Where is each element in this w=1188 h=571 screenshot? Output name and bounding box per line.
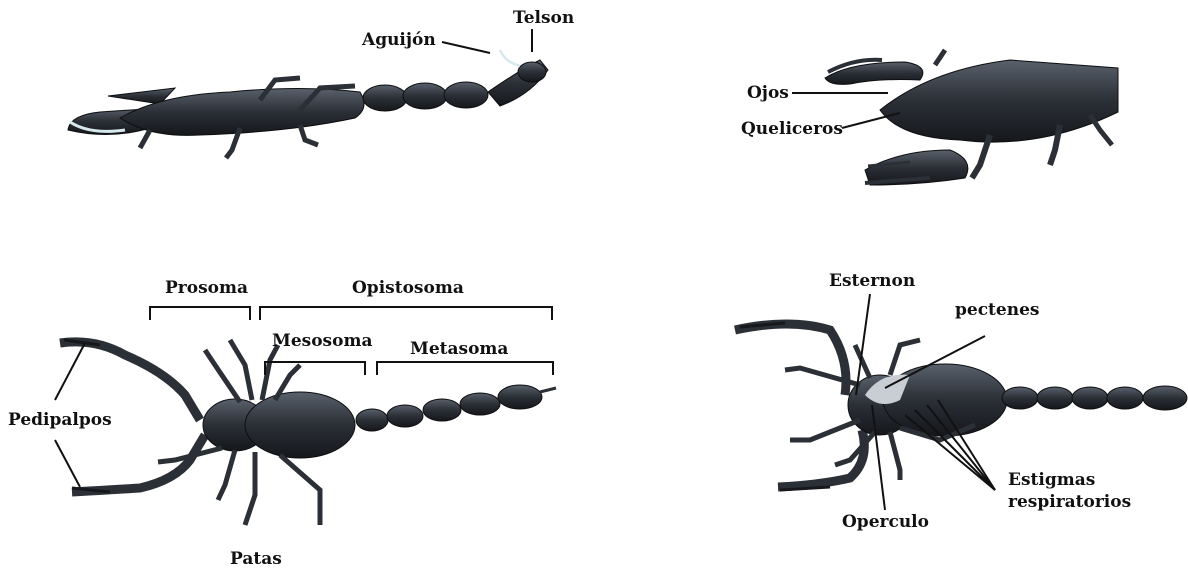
- label-pedipalpos: Pedipalpos: [8, 410, 112, 430]
- label-estigmas-line2: respiratorios: [1008, 491, 1131, 513]
- dorsal-view-scorpion: [60, 340, 556, 525]
- prosoma-bracket: [150, 307, 250, 320]
- label-aguijon: Aguijón: [362, 30, 436, 50]
- label-pectenes: pectenes: [955, 300, 1039, 320]
- metasoma-bracket: [377, 362, 553, 375]
- label-prosoma: Prosoma: [165, 278, 248, 298]
- label-mesosoma: Mesosoma: [272, 331, 372, 351]
- mesosoma-bracket: [265, 362, 365, 375]
- label-operculo: Operculo: [842, 512, 929, 532]
- label-estigmas-line1: Estigmas: [1008, 469, 1131, 491]
- aguijon-leader-line: [442, 42, 490, 53]
- label-estigmas-respiratorios: Estigmas respiratorios: [1008, 469, 1131, 513]
- pedipalpos-leader-line-top: [55, 343, 85, 400]
- label-esternon: Esternon: [829, 271, 915, 291]
- head-view-scorpion: [825, 50, 1118, 185]
- side-view-scorpion: [68, 50, 548, 158]
- label-metasoma: Metasoma: [410, 339, 508, 359]
- label-patas: Patas: [230, 549, 282, 569]
- opistosoma-bracket: [260, 307, 552, 320]
- label-queliceros: Queliceros: [741, 119, 843, 139]
- label-telson: Telson: [513, 8, 574, 28]
- label-opistosoma: Opistosoma: [352, 278, 464, 298]
- label-ojos: Ojos: [747, 83, 789, 103]
- pedipalpos-leader-line-bottom: [55, 440, 80, 487]
